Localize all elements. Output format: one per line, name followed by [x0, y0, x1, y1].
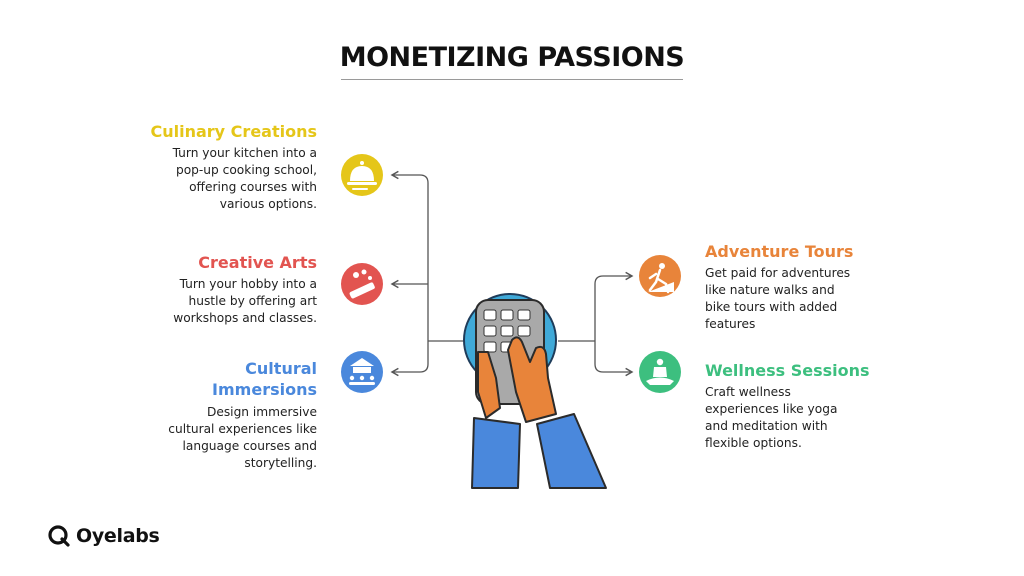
description-line: hustle by offering art	[188, 294, 318, 308]
description-line: storytelling.	[244, 456, 317, 470]
description-line: cultural experiences like	[168, 422, 317, 436]
art-supplies-icon	[341, 263, 383, 305]
heading-adventure: Adventure Tours	[705, 242, 854, 261]
description-adventure: Get paid for adventures like nature walk…	[705, 265, 850, 333]
description-line: Get paid for adventures	[705, 266, 851, 280]
description-line: experiences like yoga	[705, 402, 838, 416]
heading-creative: Creative Arts	[198, 253, 317, 272]
description-line: features	[705, 317, 756, 331]
description-line: Turn your hobby into a	[179, 277, 317, 291]
hand-on-calculator-icon	[463, 293, 607, 489]
meditation-icon	[639, 351, 681, 393]
connector-culinary	[390, 170, 429, 341]
description-wellness: Craft wellness experiences like yoga and…	[705, 384, 837, 452]
description-creative: Turn your hobby into a hustle by offerin…	[173, 276, 317, 327]
hiker-icon	[639, 255, 681, 297]
description-line: pop-up cooking school,	[175, 163, 317, 177]
heading-line: Cultural	[245, 359, 317, 378]
cloche-icon	[341, 154, 383, 196]
description-line: like nature walks and	[705, 283, 835, 297]
description-culinary: Turn your kitchen into a pop-up cooking …	[173, 145, 317, 213]
connector-wellness	[594, 341, 634, 377]
brand-logo: Oyelabs	[47, 524, 160, 548]
description-line: various options.	[219, 197, 317, 211]
connector-cultural	[390, 341, 429, 377]
connector-adventure	[594, 271, 634, 341]
heading-cultural: Cultural Immersions	[212, 358, 317, 400]
description-line: flexible options.	[705, 436, 802, 450]
brand-name: Oyelabs	[76, 525, 160, 547]
title-underline	[341, 79, 683, 80]
description-line: Craft wellness	[705, 385, 791, 399]
oyelabs-logo-icon	[48, 525, 70, 547]
description-line: language courses and	[182, 439, 317, 453]
page-title: MONETIZING PASSIONS	[339, 42, 685, 73]
temple-people-icon	[341, 351, 383, 393]
description-line: bike tours with added	[705, 300, 838, 314]
heading-wellness: Wellness Sessions	[705, 361, 870, 380]
connectors	[390, 170, 634, 377]
heading-culinary: Culinary Creations	[150, 122, 318, 141]
description-cultural: Design immersive cultural experiences li…	[168, 404, 317, 472]
description-line: and meditation with	[705, 419, 828, 433]
heading-line: Immersions	[212, 380, 317, 399]
description-line: Design immersive	[206, 405, 317, 419]
description-line: workshops and classes.	[173, 311, 317, 325]
description-line: Turn your kitchen into a	[172, 146, 317, 160]
description-line: offering courses with	[189, 180, 317, 194]
